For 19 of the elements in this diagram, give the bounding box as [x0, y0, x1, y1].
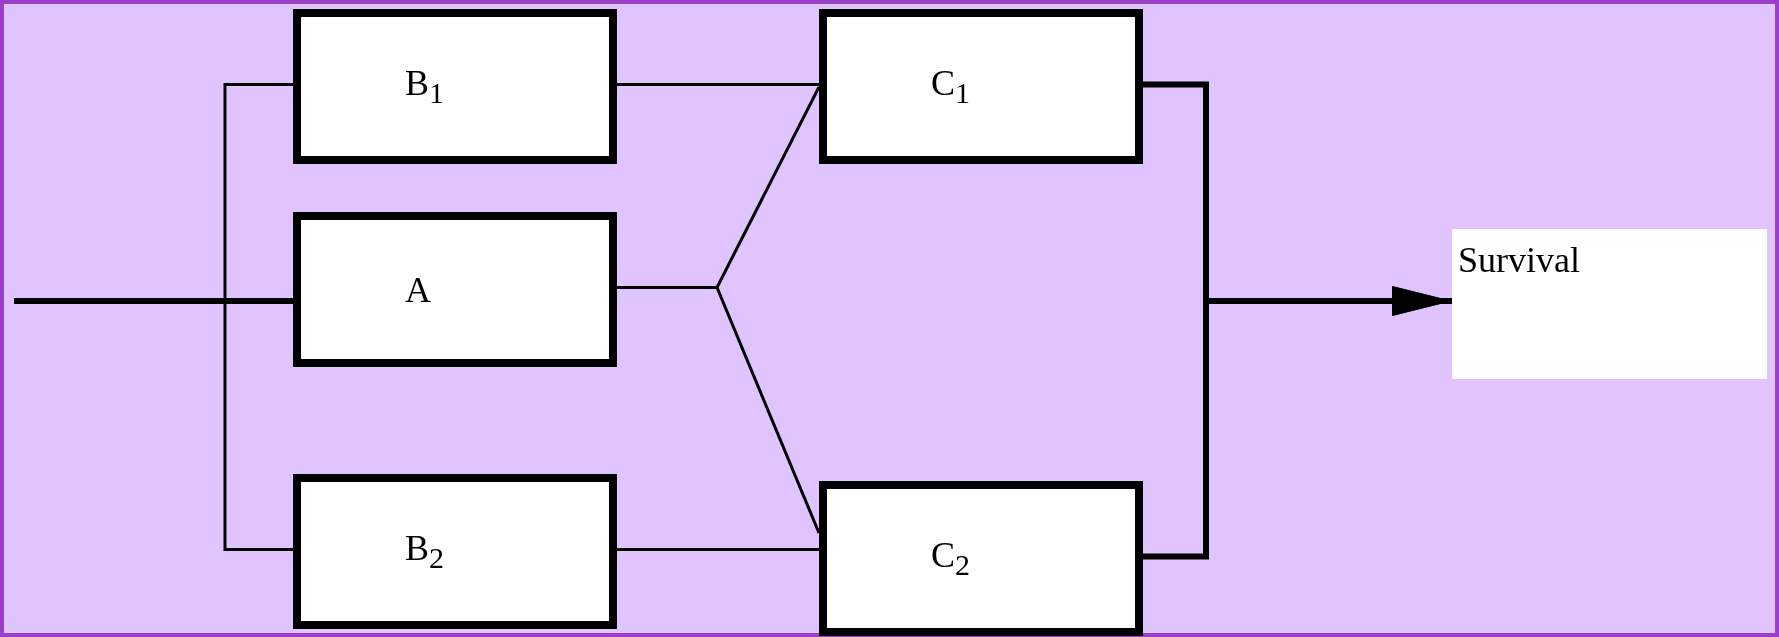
node-label: C$_{1}$: [931, 62, 970, 111]
component-box: [293, 212, 617, 367]
node-label: C$_{2}$: [931, 534, 970, 583]
component-box: [293, 474, 617, 629]
connector-line: [617, 83, 819, 86]
component-box: [819, 9, 1143, 164]
node-label: B$_{1}$: [405, 62, 444, 111]
outcome-box: [1452, 229, 1767, 379]
node-label: B$_{2}$: [405, 527, 444, 576]
node-label: Survival: [1458, 239, 1580, 281]
connector-line: [617, 548, 819, 551]
connector-line: [223, 301, 293, 551]
connector-line: [223, 83, 293, 301]
component-box: [293, 9, 617, 164]
arrow: [1143, 286, 1452, 560]
node-label: A: [405, 268, 431, 311]
component-box: [819, 481, 1143, 636]
connector-line: [14, 298, 293, 304]
connector-line: [617, 286, 821, 534]
